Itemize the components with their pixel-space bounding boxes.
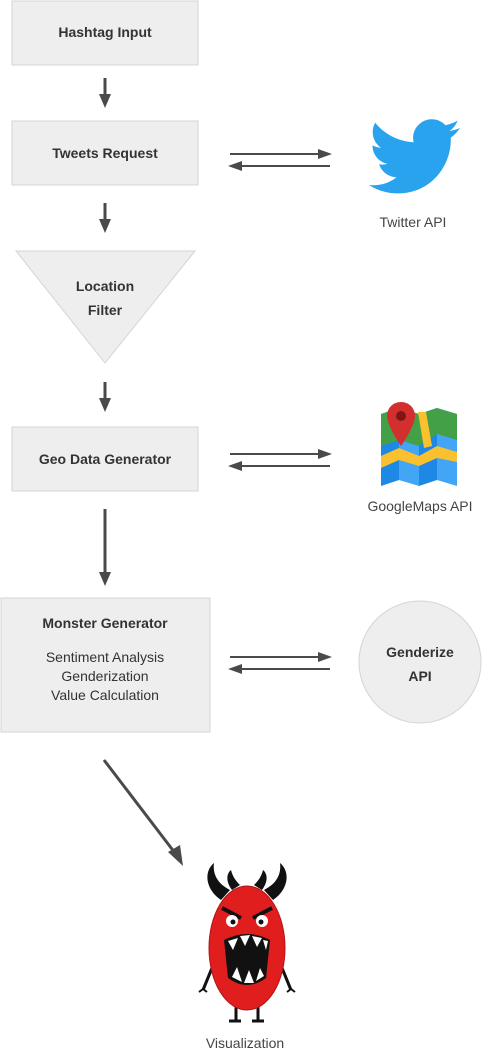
- exchange-arrows-genderize: [228, 652, 332, 674]
- exchange-arrows-twitter: [228, 149, 332, 171]
- arrow-hashtag-to-tweets: [99, 78, 111, 108]
- arrow-monster-to-visualization: [102, 759, 183, 866]
- genderize-api-node: Genderize API: [358, 600, 482, 724]
- location-filter-node: Location Filter: [14, 250, 197, 364]
- tweets-request-node: Tweets Request: [11, 120, 199, 186]
- monster-generator-line1: Sentiment Analysis: [46, 649, 164, 665]
- visualization-caption: Visualization: [206, 1035, 284, 1051]
- twitter-api-caption: Twitter API: [380, 214, 447, 230]
- exchange-arrows-googlemaps: [228, 449, 332, 471]
- google-maps-icon: [381, 402, 457, 486]
- geo-data-generator-node: Geo Data Generator: [11, 426, 199, 492]
- hashtag-input-label: Hashtag Input: [58, 24, 152, 40]
- hashtag-input-node: Hashtag Input: [11, 0, 199, 66]
- monster-generator-line2: Genderization: [61, 668, 148, 684]
- genderize-label-line2: API: [408, 668, 431, 684]
- monster-generator-node: Monster Generator Sentiment Analysis Gen…: [0, 597, 211, 733]
- tweets-request-label: Tweets Request: [52, 145, 158, 161]
- twitter-bird-icon: [368, 119, 460, 194]
- arrow-filter-to-geo: [99, 382, 111, 412]
- geo-data-generator-label: Geo Data Generator: [39, 451, 172, 467]
- genderize-label-line1: Genderize: [386, 644, 454, 660]
- monster-icon: [198, 863, 296, 1023]
- arrow-tweets-to-filter: [99, 203, 111, 233]
- monster-generator-title: Monster Generator: [42, 615, 168, 631]
- monster-generator-line3: Value Calculation: [51, 687, 159, 703]
- location-filter-label-line1: Location: [76, 278, 134, 294]
- googlemaps-api-caption: GoogleMaps API: [367, 498, 472, 514]
- arrow-geo-to-monster: [99, 509, 111, 586]
- location-filter-label-line2: Filter: [88, 302, 123, 318]
